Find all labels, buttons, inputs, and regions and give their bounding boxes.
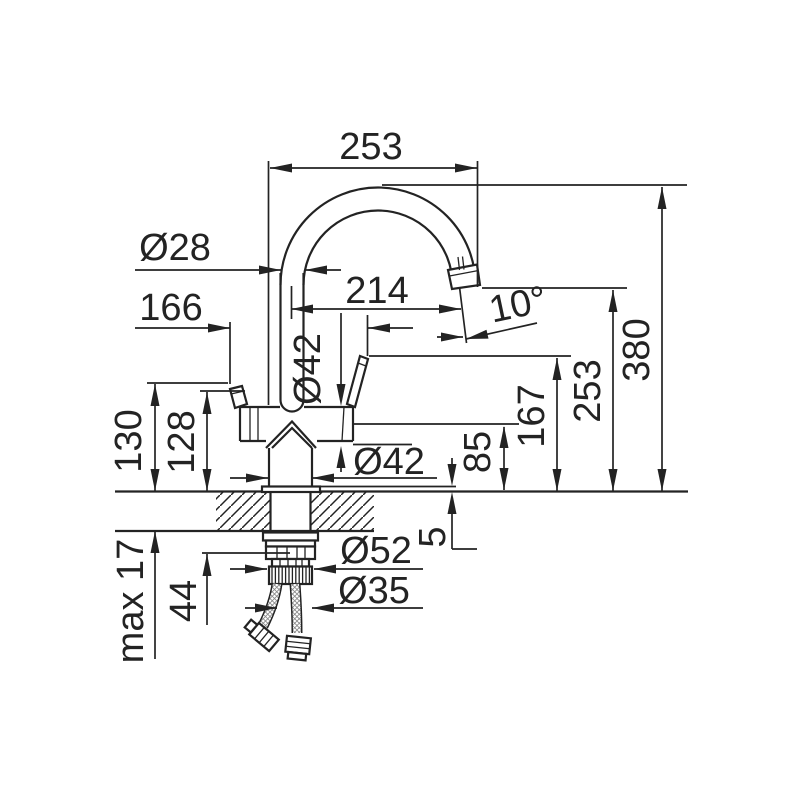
dim-label-hose-bundle: Ø35 (338, 570, 410, 612)
dim-label-counter-thickness: max 17 (110, 539, 152, 664)
dim-hose-bundle: Ø35 (245, 570, 423, 613)
spout-arc-outer (279, 186, 477, 286)
dim-label-handle-height: 167 (511, 384, 553, 447)
dim-shank-length: 44 (163, 552, 290, 625)
countertop-hatch-right (311, 492, 374, 531)
countertop-section (115, 490, 688, 533)
dim-height-128: 128 (161, 390, 245, 491)
dim-label-handles-span: 166 (139, 287, 202, 329)
threaded-shank (267, 565, 314, 586)
dim-handles-span: 166 (135, 287, 413, 384)
dim-label-height-128: 128 (161, 410, 203, 473)
dim-label-spout-reach: 214 (345, 270, 408, 312)
dim-label-shank-length: 44 (163, 580, 205, 622)
dim-label-base-dia: Ø42 (353, 441, 425, 483)
dim-base-diameter: Ø42 (230, 441, 437, 483)
dim-handle-height: 167 (369, 355, 571, 491)
dim-label-body-dia: Ø42 (287, 333, 329, 405)
left-lever-handle (228, 384, 249, 410)
dim-height-130: 130 (108, 382, 228, 491)
dim-spout-width: 253 (267, 126, 479, 405)
dim-label-nut-width: Ø52 (340, 530, 412, 572)
dim-total-height: 380 (382, 184, 687, 491)
right-lever-handle (345, 354, 370, 409)
dim-label-total-height: 380 (616, 318, 658, 381)
dim-spout-tube-diameter: Ø28 (135, 227, 341, 275)
base-chevron (265, 419, 317, 449)
spout-outlet (446, 256, 482, 291)
mounting-bracket (261, 531, 320, 542)
dim-label-spout-width: 253 (339, 126, 402, 168)
dim-body-diameter: Ø42 (287, 313, 412, 472)
base-flange (260, 485, 322, 494)
faucet-outline (228, 186, 482, 531)
dim-outlet-height: 85 (353, 423, 519, 490)
dim-label-outlet-height: 85 (457, 431, 499, 473)
mounting-hardware (243, 531, 320, 662)
dim-label-spout-tube-dia: Ø28 (139, 227, 211, 269)
hose-fitting-right (284, 634, 313, 662)
dim-counter-thickness: max 17 (110, 531, 160, 663)
dim-spout-height: 253 (482, 287, 627, 491)
dim-label-spout-height: 253 (567, 359, 609, 422)
countertop-hatch-left (216, 492, 270, 531)
dim-label-flange-height: 5 (412, 526, 454, 547)
dim-spout-reach: 214 (290, 270, 468, 344)
dim-flange-height: 5 (320, 458, 477, 550)
hose-fitting-left (243, 618, 281, 653)
flexible-hoses (243, 583, 313, 662)
dim-label-spout-angle: 10° (486, 278, 551, 331)
dim-label-height-130: 130 (108, 409, 150, 472)
riser-base-curve (279, 399, 305, 413)
spout-arc-inner (302, 209, 454, 286)
rib-ring (270, 557, 311, 568)
mixer-barrel (238, 405, 355, 443)
dim-nut-width: Ø52 (230, 530, 423, 574)
